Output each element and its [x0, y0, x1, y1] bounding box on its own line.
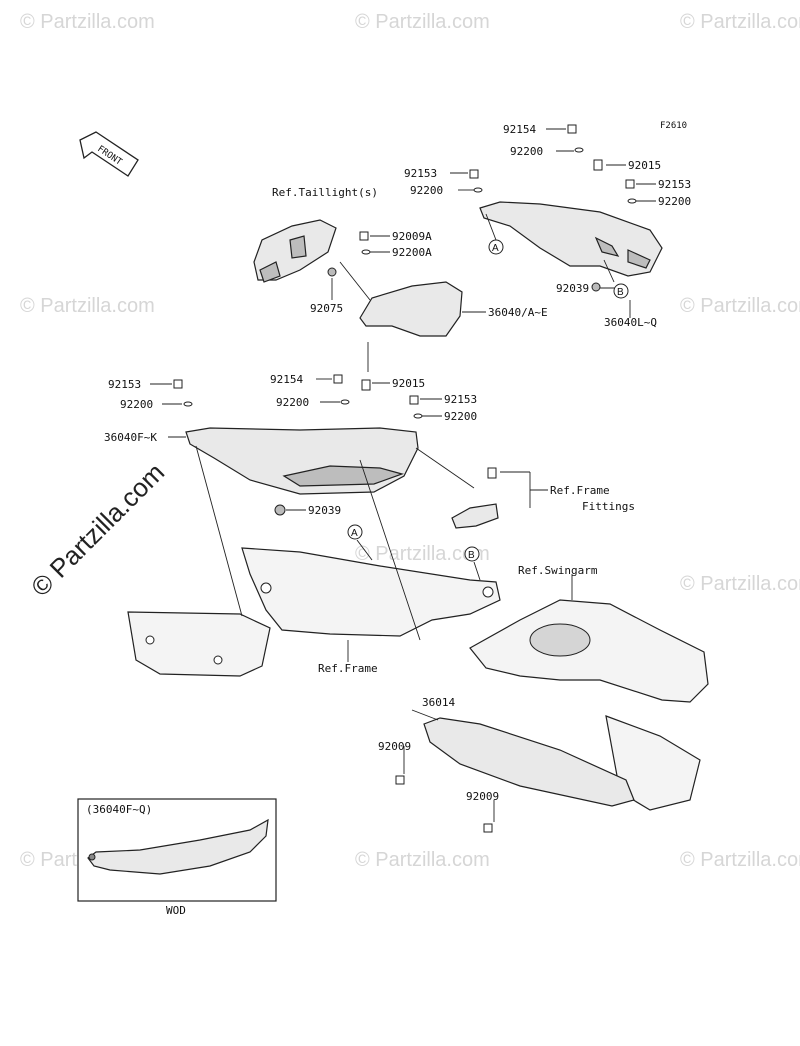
watermark-text: © Partzilla.com	[20, 295, 155, 317]
watermark-text: © Partzilla.com	[680, 573, 800, 595]
part-label: 92075	[310, 302, 343, 315]
part-label: 92200	[410, 184, 443, 197]
watermark-large: © Partzilla.com	[25, 457, 170, 602]
part-label: 92039	[308, 504, 341, 517]
svg-text:A: A	[492, 243, 499, 254]
side-cover	[185, 427, 419, 495]
ref-marker-b-top: B	[613, 283, 629, 299]
ref-marker-a-top: A	[488, 239, 504, 255]
part-label: 92200	[276, 396, 309, 409]
watermark-text: © Partzilla.com	[680, 295, 800, 317]
front-arrow-icon: FRONT	[79, 131, 139, 177]
watermark-text: © Partzilla.com	[355, 543, 490, 565]
rear-top-cover	[479, 201, 663, 277]
svg-text:A: A	[351, 528, 358, 539]
part-label: 92039	[556, 282, 589, 295]
part-label: 36014	[422, 696, 455, 709]
part-label: 92200	[658, 195, 691, 208]
watermark-text: © Partzilla.com	[20, 11, 155, 33]
inset-box: (36040F~Q) WOD	[77, 798, 277, 917]
part-label: 36040L~Q	[604, 316, 657, 329]
bracket	[451, 503, 499, 529]
part-label: 36040F~K	[104, 431, 157, 444]
part-label: 92154	[270, 373, 303, 386]
ref-marker-b-mid: B	[464, 546, 480, 562]
svg-text:B: B	[468, 550, 475, 561]
swingarm	[469, 599, 709, 811]
part-label: Ref.Frame	[318, 662, 378, 675]
part-label: Fittings	[582, 500, 635, 513]
part-label: 92009	[378, 740, 411, 753]
watermark-text: © Partzilla.com	[680, 11, 800, 33]
frame	[127, 547, 501, 677]
leader-lines	[150, 128, 656, 822]
part-label: 92200	[444, 410, 477, 423]
part-label: Ref.Swingarm	[518, 564, 598, 577]
watermark-text: © Partzilla.com	[680, 849, 800, 871]
part-label: 92153	[108, 378, 141, 391]
inset-title: (36040F~Q)	[86, 803, 152, 816]
center-panel	[359, 281, 463, 337]
figure-code: F2610	[660, 121, 687, 131]
part-label: 92200A	[392, 246, 432, 259]
inset-caption: WOD	[166, 904, 186, 917]
part-label: 92009	[466, 790, 499, 803]
part-label: 92009A	[392, 230, 432, 243]
watermark-text: © Partzilla.com	[355, 849, 490, 871]
part-label: 36040/A~E	[488, 306, 548, 319]
chain-guard	[423, 717, 635, 807]
part-label: Ref.Frame	[550, 484, 610, 497]
part-label: 92154	[503, 123, 536, 136]
taillight	[253, 219, 337, 283]
part-label: 92015	[392, 377, 425, 390]
part-label: 92015	[628, 159, 661, 172]
part-labels: 92154 92200 92015 92153 92200 92153 9220…	[104, 123, 691, 803]
fasteners	[173, 124, 637, 833]
part-label: 92200	[510, 145, 543, 158]
ref-marker-a-mid: A	[347, 524, 363, 540]
part-label: Ref.Taillight(s)	[272, 186, 378, 199]
part-label: 92153	[658, 178, 691, 191]
part-label: 92153	[444, 393, 477, 406]
part-label: 92153	[404, 167, 437, 180]
svg-text:B: B	[617, 287, 624, 298]
watermark-text: © Partzilla.com	[355, 11, 490, 33]
part-label: 92200	[120, 398, 153, 411]
